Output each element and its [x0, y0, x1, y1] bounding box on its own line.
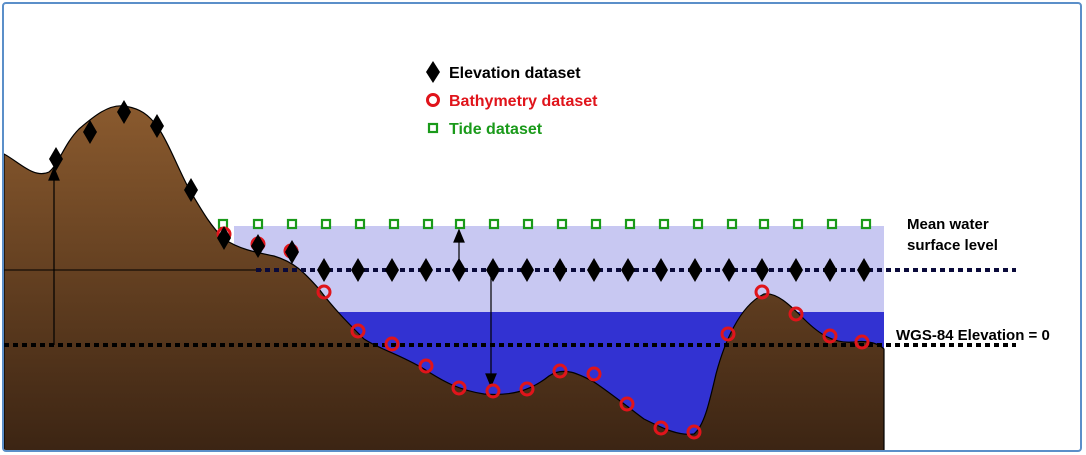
mean-water-label-line1: Mean water: [907, 216, 989, 233]
square-icon: [427, 122, 439, 134]
tide-markers: [217, 218, 872, 230]
legend-item-elevation: Elevation dataset: [426, 61, 581, 83]
legend: Elevation dataset Bathymetry dataset Tid…: [426, 61, 598, 138]
legend-item-tide: Tide dataset: [427, 121, 543, 138]
legend-label-bathymetry: Bathymetry dataset: [449, 93, 598, 110]
arrows: [48, 166, 497, 388]
arrow-up-icon: [48, 166, 60, 181]
wgs84-label: WGS-84 Elevation = 0: [896, 327, 1050, 344]
legend-label-tide: Tide dataset: [449, 121, 543, 138]
arrow-down-icon: [485, 373, 497, 388]
coastal-elevation-diagram: Elevation dataset Bathymetry dataset Tid…: [4, 61, 1050, 450]
terrain: [4, 105, 885, 450]
legend-label-elevation: Elevation dataset: [449, 65, 581, 82]
elevation-markers: [49, 100, 871, 282]
arrow-up-icon: [453, 228, 465, 243]
bathymetry-markers: [216, 226, 870, 440]
mean-water-label-line2: surface level: [907, 237, 998, 254]
diamond-icon: [426, 61, 440, 83]
ring-icon: [426, 93, 440, 107]
legend-item-bathymetry: Bathymetry dataset: [426, 93, 598, 110]
